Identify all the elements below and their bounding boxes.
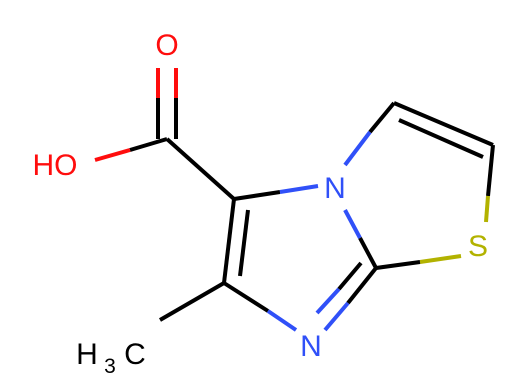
atom-n-bridge: N (324, 172, 346, 205)
atom-o-carbonyl: O (155, 29, 178, 62)
bond-c3-c2 (393, 101, 494, 147)
methyl-subscript: 3 (104, 355, 116, 378)
bond-s-c7a-c (375, 260, 421, 270)
atom-sulfur: S (468, 230, 488, 263)
bond-n4-c7a (343, 209, 362, 239)
bond-n7-c7a-inner-c (337, 261, 363, 291)
bond-n7-c7a-c (346, 266, 378, 305)
bond-c5-c6-inner (238, 209, 250, 277)
atom-n-ring: N (300, 330, 322, 363)
bond-carboxyl-ring (165, 137, 236, 201)
bond-n7-c7a (323, 301, 350, 332)
bond-c3-c2-inner (398, 118, 484, 159)
bond-s-c7a (419, 254, 462, 264)
bond-c2-s-s (484, 195, 490, 223)
methyl-h: H (76, 338, 98, 371)
bond-c5-n4 (233, 190, 281, 201)
bond-c6-n7 (222, 281, 270, 313)
bond-c-oh-o (94, 148, 131, 162)
bond-c6-methyl (158, 281, 226, 322)
bond-n4-c3-c (368, 101, 396, 134)
bond-c2-s (486, 144, 495, 197)
bond-n4-c3 (343, 130, 372, 167)
bond-n7-c7a-inner (315, 287, 341, 315)
bond-c6-n7-n (266, 309, 298, 332)
bond-c5-n4-n (279, 184, 319, 194)
bond-c5-c6 (222, 198, 236, 284)
methyl-group-label: H 3 C (76, 338, 146, 378)
bond-c-oh (129, 137, 168, 152)
bond-n4-c7a-c (358, 237, 378, 269)
atom-hydroxyl: HO (33, 149, 78, 182)
methyl-c: C (124, 338, 146, 371)
